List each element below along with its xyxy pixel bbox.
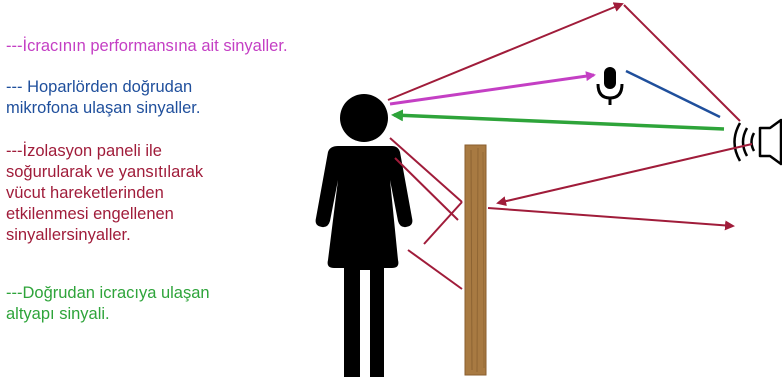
cue-signal-arrow xyxy=(394,115,724,129)
panel-signals xyxy=(388,4,752,289)
speaker-to-panel-ray xyxy=(498,144,752,203)
microphone-icon xyxy=(598,67,622,105)
performer-signal-arrow xyxy=(390,75,594,104)
performer-to-top-ray xyxy=(388,4,622,100)
panel-reflect-ray-1 xyxy=(424,202,462,244)
speaker-icon xyxy=(735,120,782,164)
speaker-to-mic-signal xyxy=(626,71,720,117)
person-icon xyxy=(316,94,413,377)
top-to-speaker-ray xyxy=(624,5,740,121)
panel-reflected-ray xyxy=(488,208,733,226)
wooden-panel xyxy=(465,145,486,375)
body-to-panel-ray-3 xyxy=(408,250,462,289)
